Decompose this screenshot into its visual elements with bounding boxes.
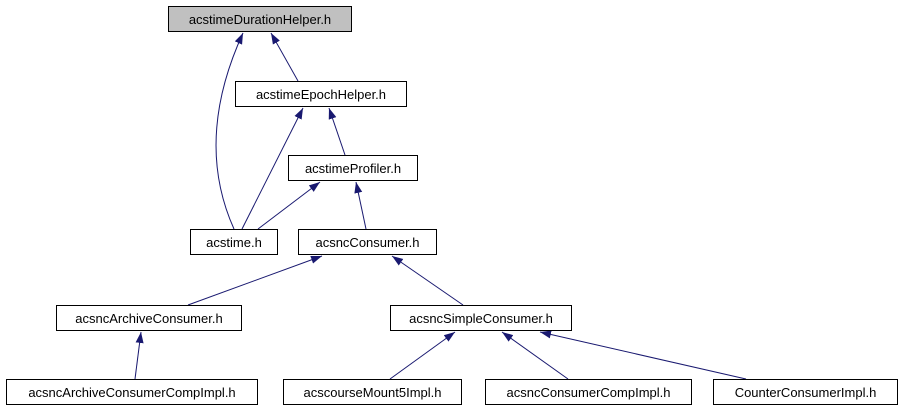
edge-acstimeProfiler-to-acstimeEpochHelper [328,107,346,156]
edge-acsncSimpleConsumer-to-acsncConsumer [391,255,464,306]
node-acscourseMount5Impl[interactable]: acscourseMount5Impl.h [283,379,462,405]
node-acstimeDurationHelper[interactable]: acstimeDurationHelper.h [168,6,352,32]
node-CounterConsumerImpl[interactable]: CounterConsumerImpl.h [713,379,898,405]
edge-acstime-to-acstimeDurationHelper [215,32,244,230]
edge-acscourseMount5Impl-to-acsncSimpleConsumer [389,331,456,380]
edge-acsncConsumer-to-acstimeProfiler [354,181,367,230]
node-acstimeEpochHelper[interactable]: acstimeEpochHelper.h [235,81,407,107]
node-acsncConsumerCompImpl[interactable]: acsncConsumerCompImpl.h [485,379,692,405]
edge-acsncArchiveConsumerCompImpl-to-acsncArchiveConsumer [134,331,144,380]
edge-acsncConsumerCompImpl-to-acsncSimpleConsumer [501,331,569,380]
node-acstime[interactable]: acstime.h [190,229,278,255]
node-acsncConsumer[interactable]: acsncConsumer.h [298,229,437,255]
edge-acstime-to-acstimeProfiler [257,181,321,230]
node-acsncArchiveConsumer[interactable]: acsncArchiveConsumer.h [56,305,242,331]
edge-acstimeEpochHelper-to-acstimeDurationHelper [270,32,299,82]
edge-acstime-to-acstimeEpochHelper [241,107,304,230]
edge-acsncArchiveConsumer-to-acsncConsumer [187,255,323,306]
node-acsncArchiveConsumerCompImpl[interactable]: acsncArchiveConsumerCompImpl.h [6,379,258,405]
node-acstimeProfiler[interactable]: acstimeProfiler.h [288,155,418,181]
edge-CounterConsumerImpl-to-acsncSimpleConsumer [539,330,747,380]
node-acsncSimpleConsumer[interactable]: acsncSimpleConsumer.h [390,305,572,331]
